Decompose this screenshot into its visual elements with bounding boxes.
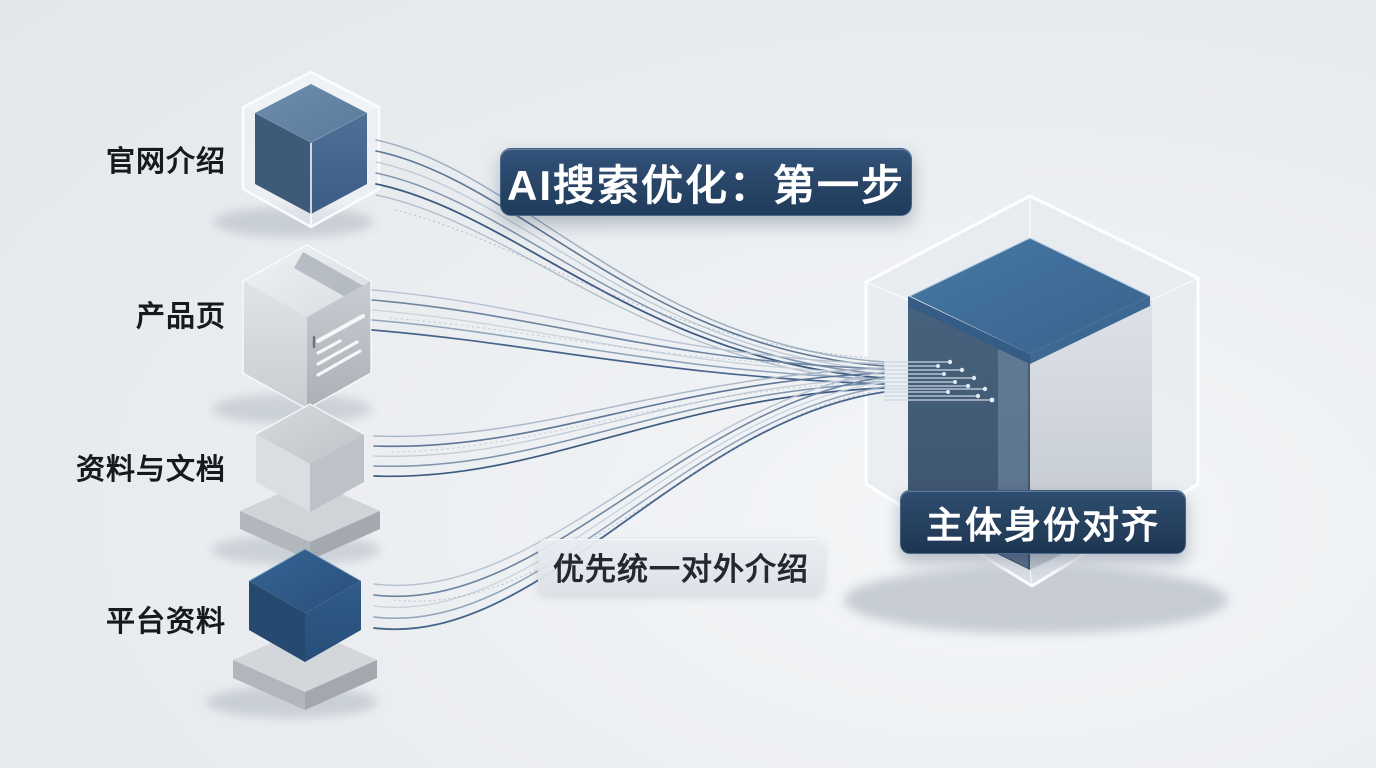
source-label-platform: 平台资料 <box>105 606 226 638</box>
source-label-product-page: 产品页 <box>135 301 226 333</box>
target-label: 主体身份对齐 <box>900 490 1186 554</box>
source-cube-docs <box>240 403 380 560</box>
source-cube-official-site <box>241 70 381 229</box>
source-label-official-site: 官网介绍 <box>105 146 226 178</box>
flow-lines <box>371 139 885 631</box>
source-cube-platform <box>233 548 377 710</box>
document-lines-texture <box>312 314 365 377</box>
note-badge: 优先统一对外介绍 <box>538 539 824 594</box>
data-stream-texture <box>389 209 873 602</box>
title-banner: AI搜索优化：第一步 <box>500 148 912 216</box>
flow-bundle-docs <box>373 367 885 478</box>
connection-dots <box>884 359 995 403</box>
source-label-docs: 资料与文档 <box>75 454 226 486</box>
source-cube-product-page <box>242 244 372 410</box>
flow-bundle-platform <box>373 371 885 631</box>
flow-bundle-product-page <box>371 289 885 385</box>
